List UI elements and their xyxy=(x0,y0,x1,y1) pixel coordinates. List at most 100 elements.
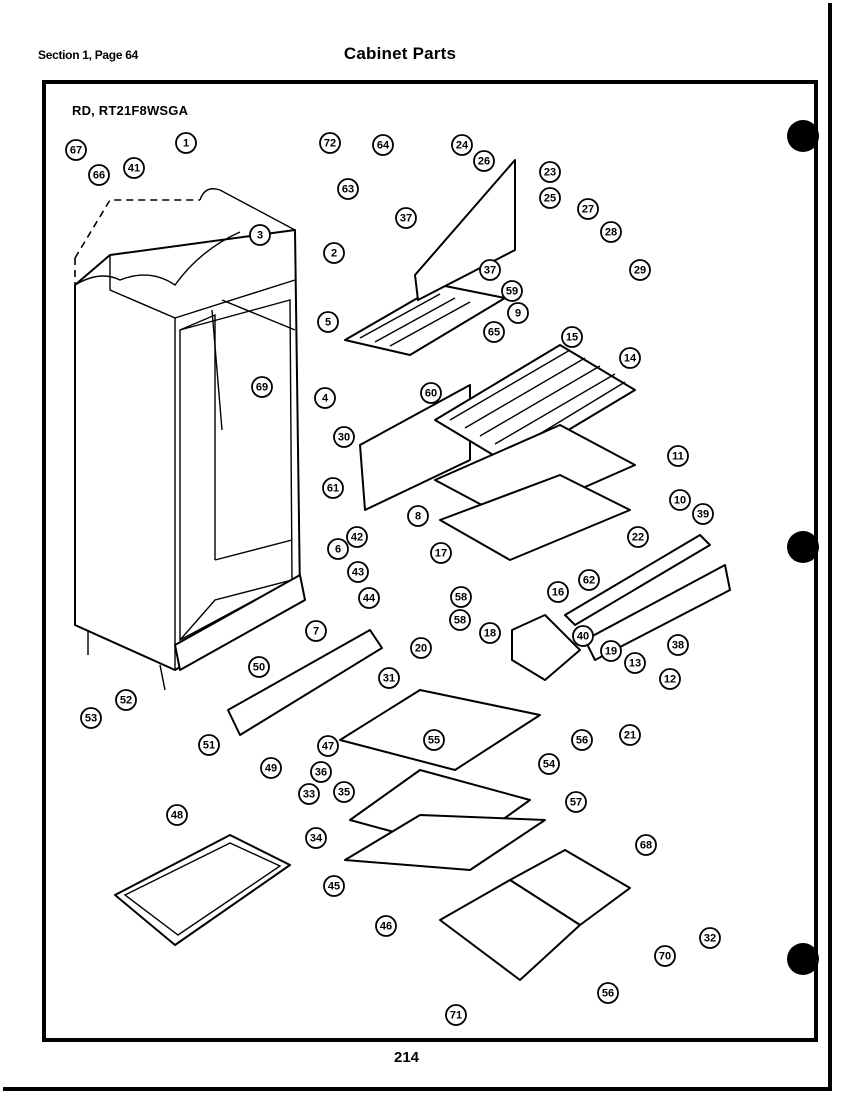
callout-number: 19 xyxy=(605,646,617,658)
callout-bubble xyxy=(565,791,587,813)
shelf-rail-lower xyxy=(584,564,731,661)
callout-number: 66 xyxy=(93,170,105,182)
callout-bubble xyxy=(445,1004,467,1026)
callout-number: 4 xyxy=(322,393,329,405)
callout-bubble xyxy=(619,347,641,369)
callout-bubble xyxy=(298,783,320,805)
callout-group: 1234567891011121314151617181920212223242… xyxy=(65,132,721,1026)
callout-number: 8 xyxy=(415,511,421,523)
callout-number: 56 xyxy=(576,735,588,747)
callout-number: 16 xyxy=(552,587,564,599)
callout-bubble xyxy=(123,157,145,179)
callout-bubble xyxy=(539,161,561,183)
callout-number: 53 xyxy=(85,713,97,725)
callout-number: 14 xyxy=(624,353,637,365)
callout-number: 33 xyxy=(303,789,315,801)
callout-number: 67 xyxy=(70,145,82,157)
callout-number: 27 xyxy=(582,204,594,216)
callout-bubble xyxy=(322,477,344,499)
callout-number: 60 xyxy=(425,388,437,400)
binder-hole-top xyxy=(787,120,819,152)
callout-bubble xyxy=(669,489,691,511)
crisper-drawer-left xyxy=(439,879,581,981)
callout-number: 40 xyxy=(577,631,589,643)
callout-number: 70 xyxy=(659,951,671,963)
binder-hole-bottom xyxy=(787,943,819,975)
callout-number: 64 xyxy=(377,140,390,152)
callout-bubble xyxy=(305,827,327,849)
callout-bubble xyxy=(597,982,619,1004)
callout-number: 46 xyxy=(380,921,392,933)
callout-bubble xyxy=(251,376,273,398)
callout-bubble xyxy=(692,503,714,525)
callout-number: 72 xyxy=(324,138,336,150)
callout-bubble xyxy=(323,875,345,897)
page-number: 214 xyxy=(394,1049,420,1066)
callout-number: 36 xyxy=(315,767,327,779)
callout-bubble xyxy=(501,280,523,302)
callout-number: 63 xyxy=(342,184,354,196)
wire-shelf-freezer xyxy=(434,344,636,466)
callout-bubble xyxy=(450,586,472,608)
drain-pan xyxy=(114,834,291,946)
callout-bubble xyxy=(654,945,676,967)
callout-bubble xyxy=(451,134,473,156)
callout-bubble xyxy=(347,561,369,583)
control-housing xyxy=(511,614,581,681)
callout-bubble xyxy=(410,637,432,659)
callout-bubble xyxy=(479,622,501,644)
callout-number: 71 xyxy=(450,1010,462,1022)
callout-number: 1 xyxy=(183,138,189,150)
air-baffle-panel xyxy=(359,384,471,511)
cabinet-shell xyxy=(74,188,306,691)
callout-bubble xyxy=(507,302,529,324)
diagram-frame xyxy=(42,80,818,1042)
callout-bubble xyxy=(166,804,188,826)
page-border xyxy=(3,3,832,1091)
callout-bubble xyxy=(395,207,417,229)
callout-number: 18 xyxy=(484,628,496,640)
callout-number: 57 xyxy=(570,797,582,809)
callout-number: 51 xyxy=(203,740,215,752)
shelf-rail-upper xyxy=(564,534,711,626)
callout-number: 6 xyxy=(335,544,341,556)
callout-bubble xyxy=(314,387,336,409)
callout-number: 49 xyxy=(265,763,277,775)
page-title: Cabinet Parts xyxy=(343,44,457,63)
callout-number: 52 xyxy=(120,695,132,707)
callout-number: 5 xyxy=(325,317,331,329)
callout-number: 30 xyxy=(338,432,350,444)
callout-number: 23 xyxy=(544,167,556,179)
callout-bubble xyxy=(375,915,397,937)
binder-hole-middle xyxy=(787,531,819,563)
callout-bubble xyxy=(115,689,137,711)
callout-bubble xyxy=(667,634,689,656)
callout-bubble xyxy=(333,781,355,803)
callout-bubble xyxy=(449,609,471,631)
callout-number: 50 xyxy=(253,662,265,674)
callout-number: 24 xyxy=(456,140,469,152)
callout-number: 47 xyxy=(322,741,334,753)
callout-bubble xyxy=(337,178,359,200)
callout-number: 37 xyxy=(484,265,496,277)
callout-bubble xyxy=(600,640,622,662)
callout-bubble xyxy=(635,834,657,856)
callout-number: 31 xyxy=(383,673,395,685)
callout-number: 37 xyxy=(400,213,412,225)
callout-number: 43 xyxy=(352,567,364,579)
callout-number: 42 xyxy=(351,532,363,544)
callout-bubble xyxy=(539,187,561,209)
callout-bubble xyxy=(699,927,721,949)
callout-number: 61 xyxy=(327,483,339,495)
callout-bubble xyxy=(473,150,495,172)
callout-bubble xyxy=(319,132,341,154)
callout-bubble xyxy=(198,734,220,756)
section-label: Section 1, Page 64 xyxy=(38,48,138,62)
toe-grille xyxy=(227,629,383,736)
callout-bubble xyxy=(578,569,600,591)
callout-bubble xyxy=(420,382,442,404)
callout-bubble xyxy=(479,259,501,281)
callout-number: 54 xyxy=(543,759,556,771)
callout-number: 45 xyxy=(328,881,340,893)
callout-bubble xyxy=(248,656,270,678)
